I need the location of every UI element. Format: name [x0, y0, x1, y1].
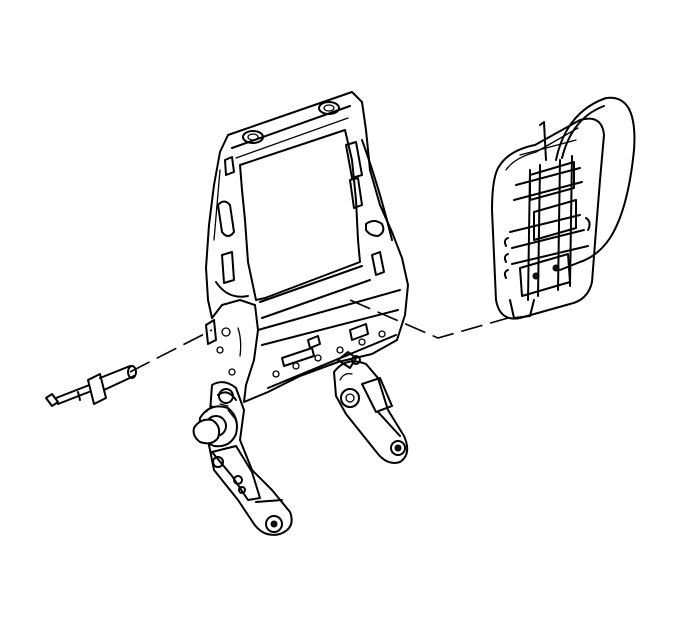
- recliner-mechanism-right: [333, 351, 409, 464]
- lumbar-support-assembly: [491, 117, 605, 320]
- recliner-mechanism-left: [192, 381, 293, 536]
- lumbar-actuator-bolt: [45, 329, 213, 407]
- lumbar-cable: [555, 96, 636, 271]
- seat-back-frame: [205, 91, 409, 403]
